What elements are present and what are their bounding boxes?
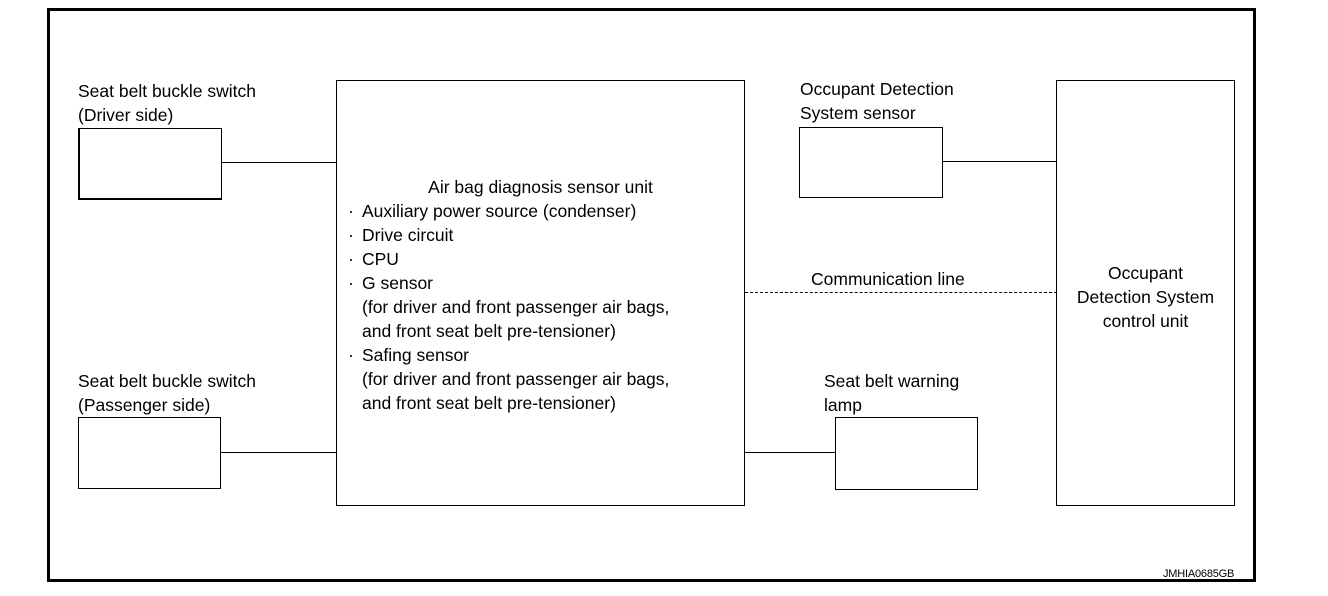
warning-lamp-connection	[745, 452, 835, 453]
ods-sensor-label: Occupant Detection System sensor	[800, 79, 954, 123]
list-item: · Drive circuit	[348, 225, 454, 245]
warning-lamp-box	[835, 417, 978, 490]
list-item-detail: and front seat belt pre-tensioner)	[362, 393, 616, 413]
list-item: · Auxiliary power source (condenser)	[348, 201, 637, 221]
ods-sensor-box	[799, 127, 943, 198]
diagram-frame	[47, 8, 1256, 582]
ods-sensor-connection	[943, 161, 1057, 162]
list-item-detail: and front seat belt pre-tensioner)	[362, 321, 616, 341]
figure-code: JMHIA0685GB	[1163, 568, 1235, 580]
driver-switch-label: Seat belt buckle switch (Driver side)	[78, 81, 257, 125]
list-item: · G sensor	[348, 273, 433, 293]
sensor-unit-component-list: · Auxiliary power source (condenser) · D…	[348, 199, 669, 415]
list-item-detail: (for driver and front passenger air bags…	[362, 297, 670, 317]
communication-line-label: Communication line	[811, 269, 965, 289]
list-item: · Safing sensor	[348, 345, 470, 365]
sensor-unit-box	[336, 80, 745, 506]
warning-lamp-label: Seat belt warning lamp	[824, 371, 960, 415]
sensor-unit-title: Air bag diagnosis sensor unit	[428, 177, 653, 197]
ods-control-unit-box	[1056, 80, 1235, 506]
list-item-detail: (for driver and front passenger air bags…	[362, 369, 670, 389]
ods-control-unit-label: Occupant Detection System control unit	[1076, 263, 1215, 331]
passenger-switch-connection	[221, 452, 337, 453]
passenger-switch-label: Seat belt buckle switch (Passenger side)	[78, 371, 257, 415]
communication-line	[745, 292, 1057, 293]
passenger-switch-box	[78, 417, 221, 489]
list-item: · CPU	[348, 249, 399, 269]
driver-switch-connection	[222, 162, 337, 163]
driver-switch-box	[78, 128, 222, 200]
